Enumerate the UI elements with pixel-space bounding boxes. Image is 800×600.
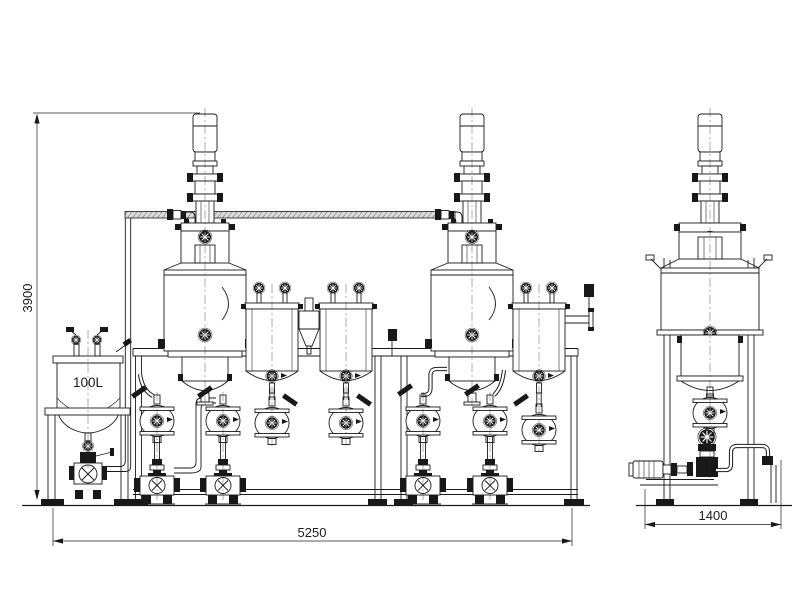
feed-tank-outlet-pump [69,432,114,499]
right-outlet-valve [696,427,718,477]
filter-tank3-side-pipe [565,308,594,331]
feed-tank-top-valve-2 [91,327,108,357]
pot3-inlet-valve [397,383,413,397]
instrument-flag-2 [584,284,594,313]
centerlines [87,108,711,500]
dim-length-label: 5250 [298,525,327,540]
right-unit-lower [628,387,777,503]
top-transfer-pipe [124,209,463,225]
catch-pot-1 [140,395,174,443]
feed-tank-stand [41,407,137,505]
dimension-right-unit-length: 1400 [644,460,782,529]
catch-pot-3 [406,395,440,443]
feed-tank-100l: 100L [41,327,137,505]
pot-pump-assemblies [131,369,556,505]
dim-right-length-label: 1400 [699,508,728,523]
pot1-inlet-valve [131,385,147,399]
pot-pump-stems [154,437,493,459]
pot6-inlet-valve [356,393,372,407]
vessel2-outlet-pipe [421,366,447,398]
pot5-inlet-valve [282,393,298,407]
feed-tank-top-valve-1 [66,327,82,357]
right-discharge-pipe [716,443,777,503]
dimension-overall-length: 5250 [52,508,573,546]
pot7-inlet-valve [513,393,529,407]
hopper-funnel [298,297,320,355]
dimension-overall-height: 3900 [20,112,200,500]
horizontal-pump [628,460,693,479]
dim-height-label: 3900 [20,284,35,313]
riser-pipe [103,218,132,472]
instrument-flag-1 [388,329,397,356]
